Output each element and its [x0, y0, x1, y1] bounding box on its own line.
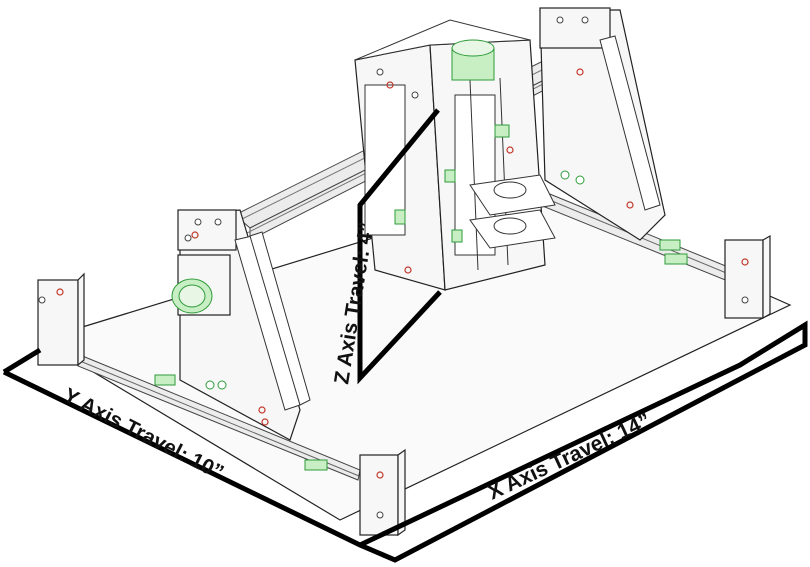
base-plate [38, 189, 792, 521]
gantry-side-left [171, 209, 311, 441]
x-rail-right [534, 189, 771, 320]
z-carriage [354, 19, 556, 291]
travel-outline [2, 320, 808, 563]
front-end-plate [359, 448, 406, 537]
y-rail-front [37, 272, 361, 481]
gantry-side-right [539, 7, 681, 251]
z-axis-indicator [357, 108, 442, 385]
